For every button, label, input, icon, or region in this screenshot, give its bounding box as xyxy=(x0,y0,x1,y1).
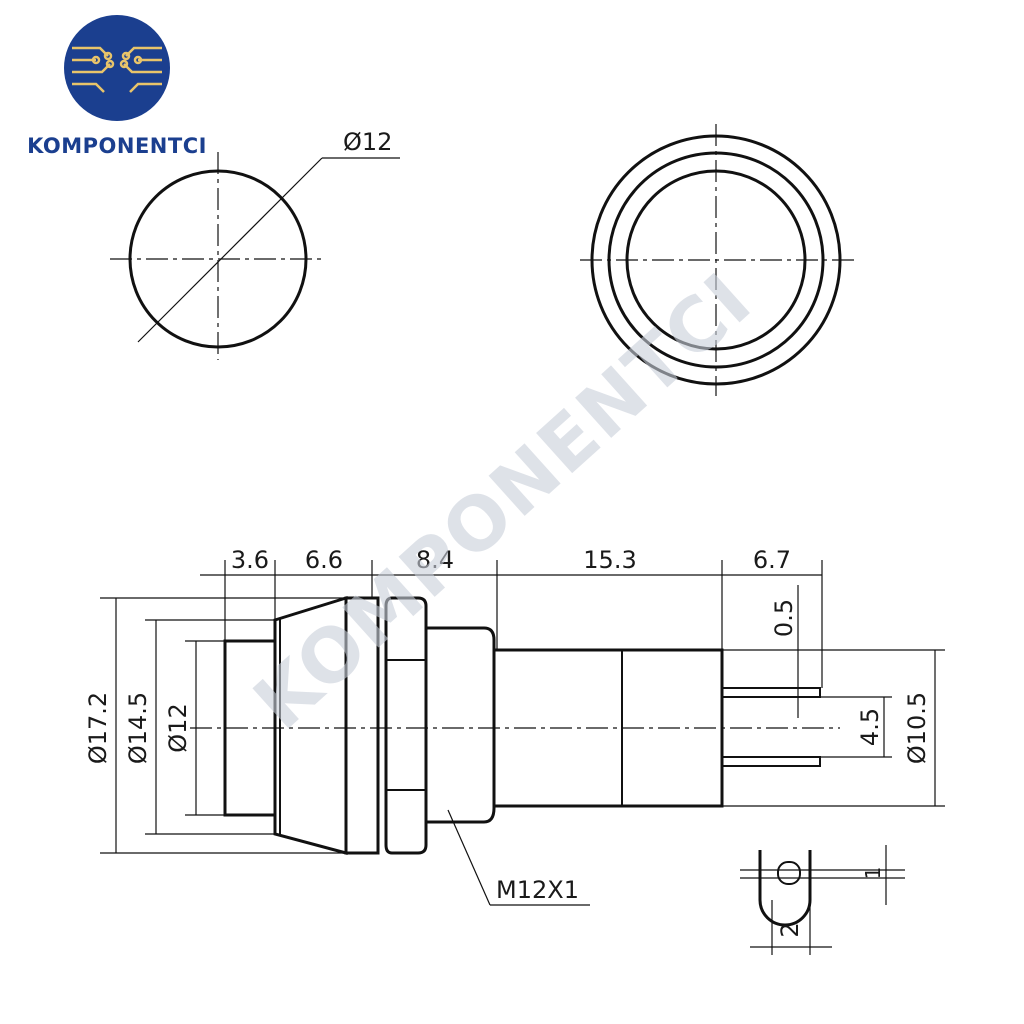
terminal-detail: 1 2 xyxy=(740,845,905,955)
diameter-14-5: Ø14.5 xyxy=(124,692,152,764)
thread-callout: M12X1 xyxy=(447,809,590,906)
front-view-rings xyxy=(580,124,856,396)
circuit-icon xyxy=(72,46,162,93)
diameter-dimensions: Ø17.2 Ø14.5 Ø12 xyxy=(84,597,346,854)
length-dimensions: 3.6 6.6 8.4 15.3 6.7 xyxy=(200,546,823,688)
thread-label: M12X1 xyxy=(496,876,579,904)
watermark: KOMPONENTCI xyxy=(238,257,769,747)
terminal-pin-top xyxy=(721,687,821,698)
diameter-leader xyxy=(137,157,323,343)
right-dimensions: Ø10.5 0.5 4.5 xyxy=(722,585,945,807)
terminal-width: 2 xyxy=(776,922,804,937)
terminal-hole xyxy=(777,861,801,885)
diameter-10-5: Ø10.5 xyxy=(903,692,931,764)
logo-badge xyxy=(64,15,170,121)
threaded-bushing xyxy=(426,626,496,824)
logo-wordmark: KOMPONENTCI xyxy=(27,134,207,158)
bezel-ring xyxy=(344,596,380,855)
length-6-7: 6.7 xyxy=(753,546,791,574)
hex-nut xyxy=(384,596,428,855)
length-3-6: 3.6 xyxy=(231,546,269,574)
terminal-tab xyxy=(758,850,812,927)
hole-size: 1 xyxy=(861,867,885,880)
pin-thickness: 0.5 xyxy=(770,599,798,637)
length-6-6: 6.6 xyxy=(305,546,343,574)
terminal-pin-bottom xyxy=(721,756,821,767)
front-diameter-label: Ø12 xyxy=(343,128,392,156)
logo: KOMPONENTCI xyxy=(27,15,207,158)
pin-spacing: 4.5 xyxy=(856,708,884,746)
length-15-3: 15.3 xyxy=(583,546,636,574)
diameter-12: Ø12 xyxy=(164,703,192,752)
diameter-17-2: Ø17.2 xyxy=(84,692,112,764)
front-view-button: Ø12 xyxy=(110,128,400,360)
thread-leader xyxy=(447,809,491,906)
side-view: 3.6 6.6 8.4 15.3 6.7 Ø17.2 Ø14.5 Ø12 xyxy=(84,546,945,906)
length-8-4: 8.4 xyxy=(416,546,454,574)
